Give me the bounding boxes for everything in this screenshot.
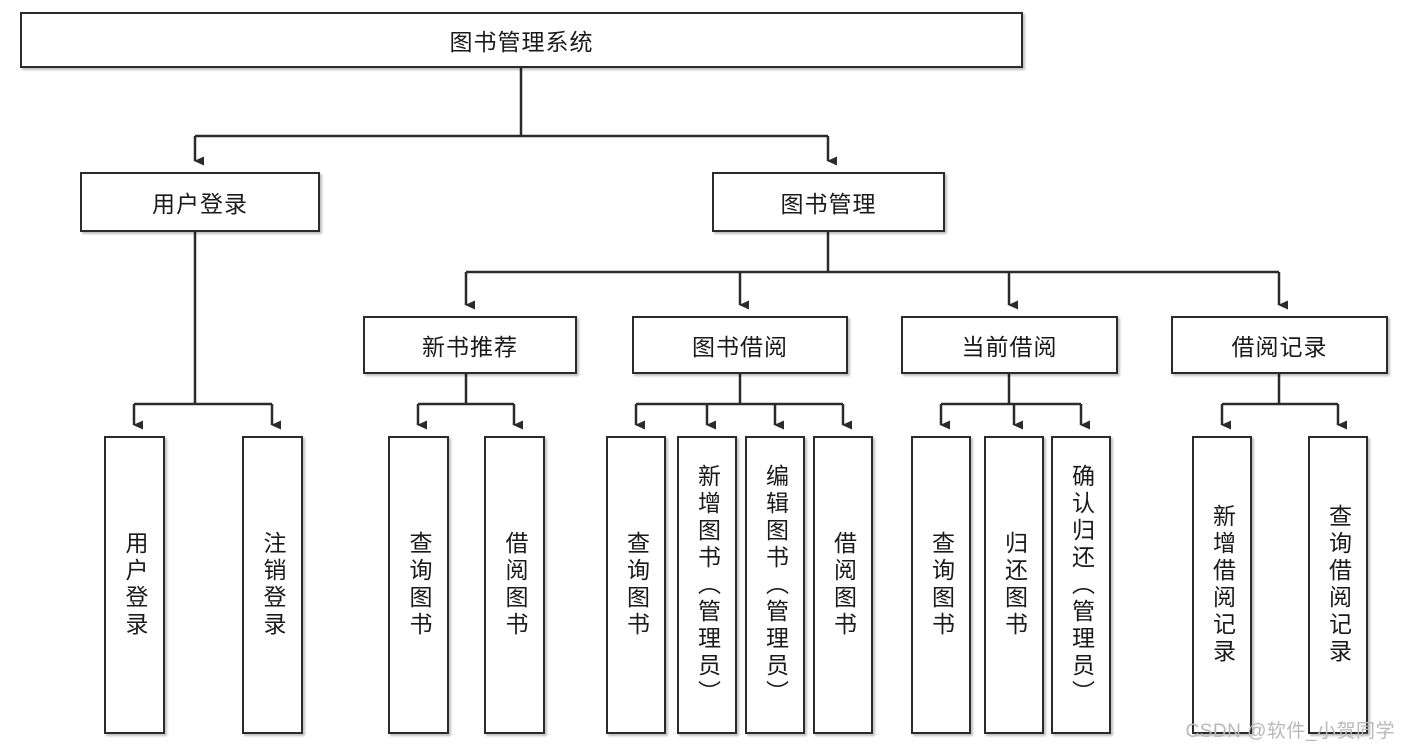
node-label: 查询图书 <box>406 531 432 639</box>
node-level3-2[interactable]: 图书借阅 <box>632 316 848 374</box>
node-label: 新增图书（管理员） <box>694 463 721 707</box>
node-label: 查询图书 <box>623 531 650 639</box>
node-label: 用户登录 <box>152 191 248 217</box>
node-leaf-8[interactable]: 借阅图书 <box>813 436 873 734</box>
node-root-book-management-system[interactable]: 图书管理系统 <box>20 12 1023 68</box>
node-level3-1[interactable]: 新书推荐 <box>363 316 577 374</box>
node-leaf-12[interactable]: 新增借阅记录 <box>1192 436 1252 734</box>
node-leaf-1[interactable]: 用户登录 <box>104 436 165 734</box>
node-label: 新书推荐 <box>422 334 518 360</box>
node-label: 查询图书 <box>928 531 955 639</box>
node-label: 图书借阅 <box>692 334 788 360</box>
watermark-text: CSDN @软件_小贺同学 <box>1185 721 1395 742</box>
node-label: 归还图书 <box>1001 531 1028 639</box>
node-label: 确认归还（管理员） <box>1068 463 1095 707</box>
node-leaf-6[interactable]: 新增图书（管理员） <box>677 436 737 734</box>
node-label: 图书管理系统 <box>449 29 594 55</box>
node-label: 借阅图书 <box>502 531 528 639</box>
node-label: 查询借阅记录 <box>1325 504 1352 666</box>
node-leaf-5[interactable]: 查询图书 <box>606 436 666 734</box>
node-label: 用户登录 <box>122 531 148 639</box>
node-leaf-7[interactable]: 编辑图书（管理员） <box>745 436 805 734</box>
node-leaf-11[interactable]: 确认归还（管理员） <box>1051 436 1111 734</box>
node-level2-2[interactable]: 图书管理 <box>712 172 945 232</box>
node-label: 当前借阅 <box>961 334 1058 360</box>
node-leaf-13[interactable]: 查询借阅记录 <box>1308 436 1368 734</box>
node-leaf-4[interactable]: 借阅图书 <box>484 436 545 734</box>
node-level3-4[interactable]: 借阅记录 <box>1171 316 1388 374</box>
node-leaf-10[interactable]: 归还图书 <box>984 436 1044 734</box>
node-level2-1[interactable]: 用户登录 <box>80 172 320 232</box>
node-label: 新增借阅记录 <box>1209 504 1236 666</box>
node-label: 编辑图书（管理员） <box>762 463 789 707</box>
node-leaf-2[interactable]: 注销登录 <box>242 436 303 734</box>
node-label: 图书管理 <box>780 191 877 217</box>
node-level3-3[interactable]: 当前借阅 <box>901 316 1118 374</box>
node-label: 借阅图书 <box>830 531 857 639</box>
node-leaf-3[interactable]: 查询图书 <box>388 436 449 734</box>
node-leaf-9[interactable]: 查询图书 <box>911 436 971 734</box>
node-label: 注销登录 <box>260 531 286 639</box>
node-label: 借阅记录 <box>1231 334 1328 360</box>
